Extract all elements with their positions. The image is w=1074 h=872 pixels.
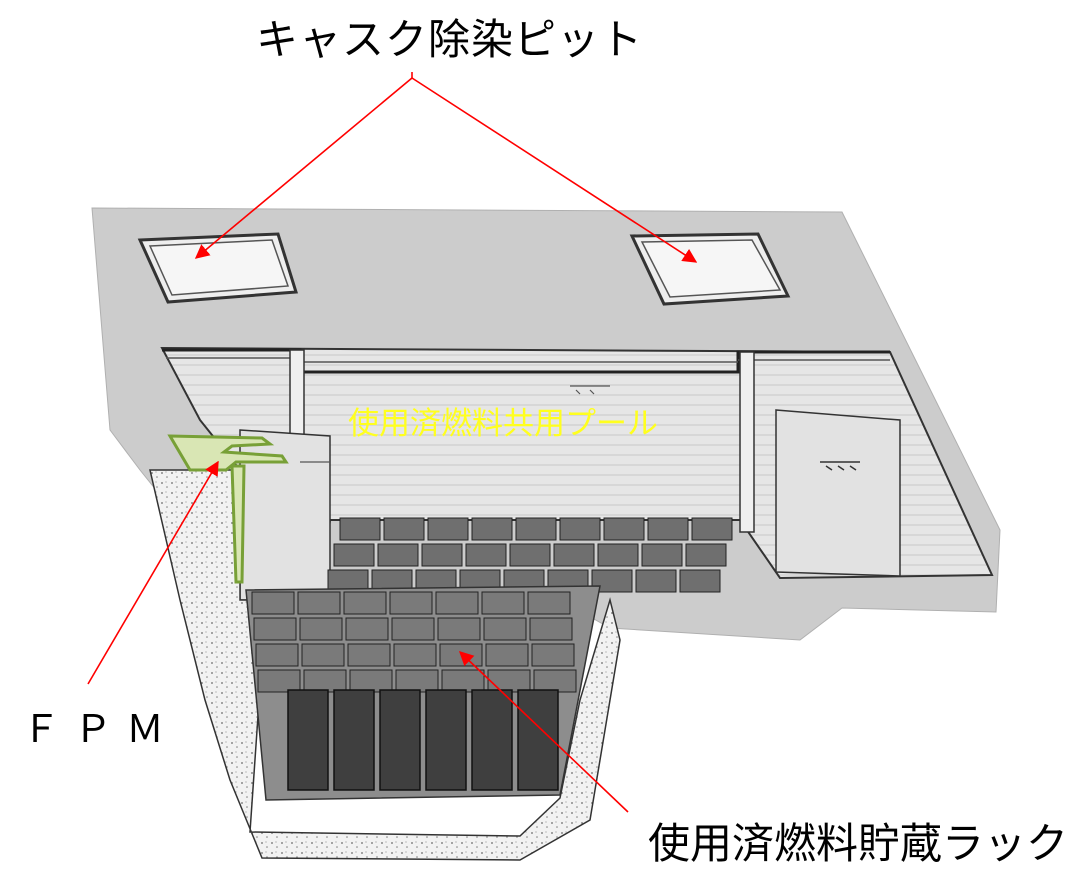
storage-rack-label: 使用済燃料貯蔵ラック	[648, 819, 1069, 868]
rack-cell	[253, 617, 297, 641]
rack-cell	[559, 517, 601, 541]
rack-column	[471, 689, 513, 791]
rack-cell	[301, 643, 345, 667]
cask-decontamination-pit-label: キャスク除染ピット	[256, 15, 644, 64]
rack-cell	[485, 643, 529, 667]
rack-cutaway	[245, 585, 601, 801]
rack-cell	[383, 517, 425, 541]
rack-cell	[481, 591, 525, 615]
rack-cell	[393, 643, 437, 667]
rack-cell	[439, 643, 483, 667]
rack-cell	[347, 643, 391, 667]
rack-cell	[349, 669, 393, 693]
rack-cell	[531, 643, 575, 667]
rack-cell	[441, 669, 485, 693]
rack-column	[287, 689, 329, 791]
rack-cell	[679, 569, 721, 593]
rack-cell	[635, 569, 677, 593]
rack-cell	[339, 517, 381, 541]
rack-cell	[691, 517, 733, 541]
rack-cell	[515, 517, 557, 541]
rack-cell	[533, 669, 577, 693]
common-pool-label: 使用済燃料共用プール	[348, 406, 658, 442]
fpm-equipment	[167, 434, 289, 584]
rack-cell	[427, 517, 469, 541]
rack-cell	[421, 543, 463, 567]
rack-cell	[529, 617, 573, 641]
rack-cell	[437, 617, 481, 641]
rack-cell	[255, 643, 299, 667]
rack-cell	[509, 543, 551, 567]
rack-cell	[343, 591, 387, 615]
rack-cell	[299, 617, 343, 641]
rack-cell	[553, 543, 595, 567]
rack-cell	[395, 669, 439, 693]
rack-column	[425, 689, 467, 791]
fpm-label: ＦＰＭ	[22, 707, 179, 751]
rack-cell	[483, 617, 527, 641]
cask-pit-left	[137, 232, 298, 304]
rack-cell	[465, 543, 507, 567]
rack-cell	[435, 591, 479, 615]
rack-cell	[297, 591, 341, 615]
rack-cell	[391, 617, 435, 641]
rack-cell	[641, 543, 683, 567]
rack-cell	[257, 669, 301, 693]
rack-column	[379, 689, 421, 791]
common-pool-basin	[160, 346, 994, 601]
rack-cell	[527, 591, 571, 615]
rack-cell	[303, 669, 347, 693]
rack-cell	[647, 517, 689, 541]
rack-cell	[333, 543, 375, 567]
rack-column	[333, 689, 375, 791]
rack-cell	[487, 669, 531, 693]
rack-cell	[377, 543, 419, 567]
rack-cell	[251, 591, 295, 615]
rack-cell	[597, 543, 639, 567]
rack-cell	[471, 517, 513, 541]
rack-cell	[685, 543, 727, 567]
cask-pit-right	[629, 232, 791, 306]
rack-cell	[603, 517, 645, 541]
rack-cell	[591, 569, 633, 593]
rack-upper-rows	[327, 517, 733, 593]
rack-cell	[389, 591, 433, 615]
rack-cell	[345, 617, 389, 641]
leader-lines	[87, 72, 698, 813]
